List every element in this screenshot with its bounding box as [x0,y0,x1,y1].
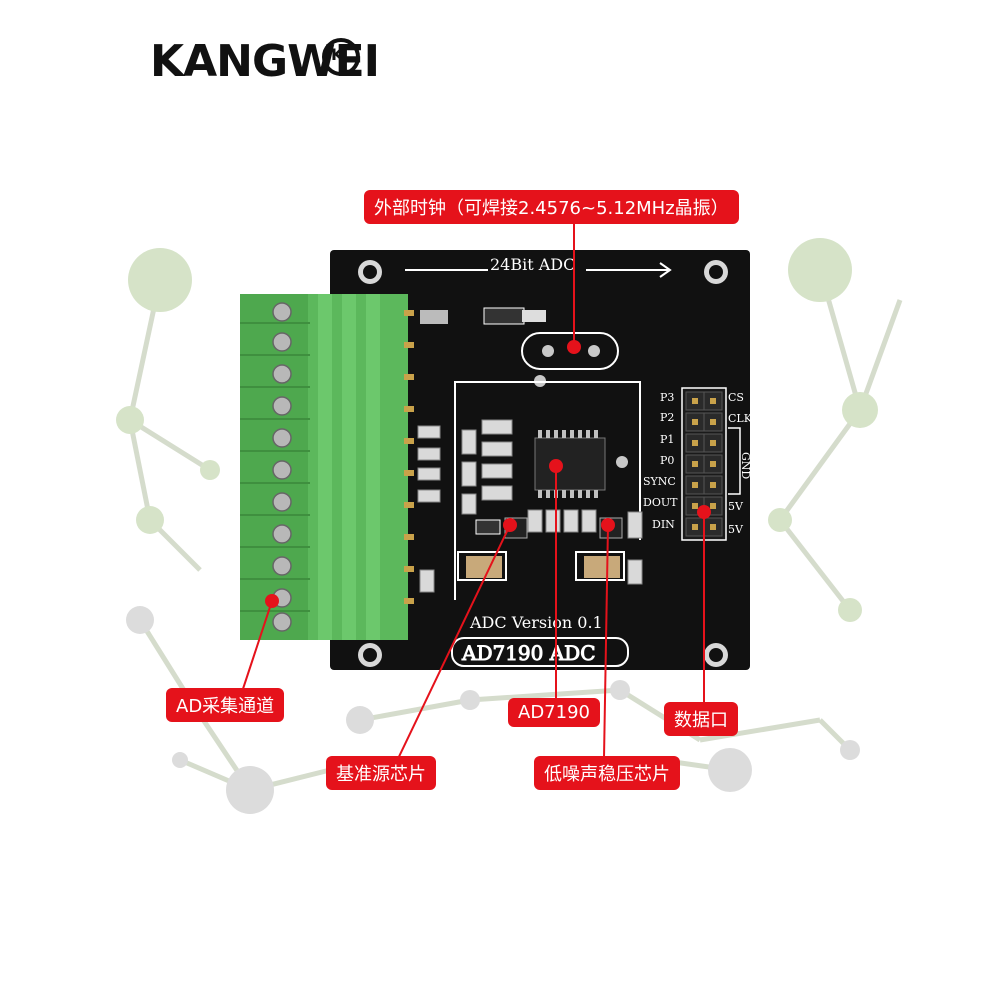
pin-label-clk: CLK [728,412,753,425]
pin-label-dout: DOUT [643,496,678,509]
pin-label-gnd: GND [739,452,752,479]
board-version: ADC Version 0.1 [469,613,603,632]
pin-label-p1: P1 [660,433,674,446]
pin-label-cs: CS [728,391,744,404]
callout-data-port: 数据口 [664,702,738,736]
callout-ad-channel: AD采集通道 [166,688,285,722]
callout-ldo: 低噪声稳压芯片 [534,756,680,790]
pin-label-5v-b: 5V [728,523,744,536]
brand-logo: K [322,38,360,76]
callout-clock: 外部时钟（可焊接2.4576~5.12MHz晶振） [364,190,739,224]
pin-label-p2: P2 [660,411,674,424]
board-title: 24Bit ADC [490,255,575,274]
board-chip-label: AD7190 ADC [461,641,596,665]
callout-reference: 基准源芯片 [326,756,436,790]
pin-label-sync: SYNC [643,475,676,488]
brand-logo-letter: K [331,45,344,64]
pin-label-din: DIN [652,518,675,531]
pin-label-p3: P3 [660,391,674,404]
callout-ad7190: AD7190 [508,698,600,727]
pin-label-5v-a: 5V [728,500,744,513]
pin-label-p0: P0 [660,454,674,467]
